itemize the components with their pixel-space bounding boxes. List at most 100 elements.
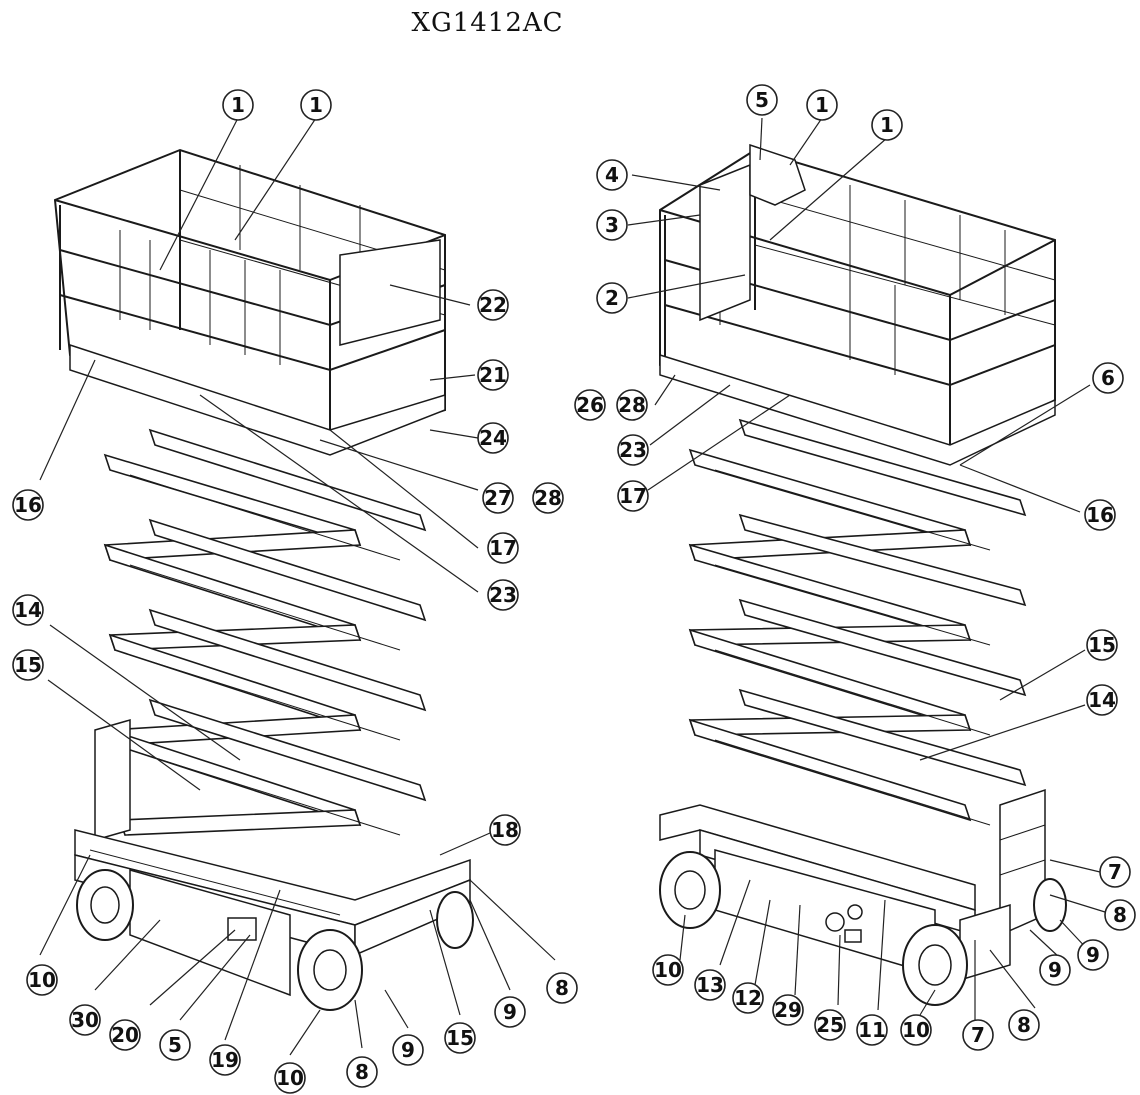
right-callout-label: 2 (605, 286, 619, 310)
left-callout-19: 8 (346, 1056, 378, 1088)
left-platform-deck (69, 343, 446, 456)
left-callout-13: 10 (26, 964, 58, 996)
right-callout-label: 12 (734, 986, 762, 1010)
right-callout-label: 23 (619, 438, 647, 462)
right-callout-12: 15 (1086, 629, 1118, 661)
right-callout-2: 1 (871, 109, 903, 141)
left-callout-12: 18 (489, 814, 521, 846)
right-callout-25: 8 (1008, 1009, 1040, 1041)
right-callout-0: 5 (746, 84, 778, 116)
right-callout-18: 13 (694, 969, 726, 1001)
right-callout-8: 23 (617, 434, 649, 466)
right-callout-label: 7 (1108, 860, 1122, 884)
right-callout-13: 14 (1086, 684, 1118, 716)
left-callout-23: 8 (546, 972, 578, 1004)
left-callout-0: 1 (222, 89, 254, 121)
left-callout-8: 17 (487, 532, 519, 564)
right-callout-label: 10 (654, 958, 682, 982)
left-scissor-stack (103, 428, 427, 836)
left-callout-3: 21 (477, 359, 509, 391)
left-callout-label: 1 (309, 93, 323, 117)
right-callout-21: 25 (814, 1009, 846, 1041)
left-callout-10: 14 (12, 594, 44, 626)
left-callout-label: 1 (231, 93, 245, 117)
right-callout-20: 29 (772, 994, 804, 1026)
left-callout-5: 16 (12, 489, 44, 521)
left-wheels (76, 869, 474, 1011)
left-callout-label: 17 (489, 536, 517, 560)
left-callout-17: 19 (209, 1044, 241, 1076)
left-callout-label: 20 (111, 1023, 139, 1047)
right-callout-label: 15 (1088, 633, 1116, 657)
right-callout-9: 17 (617, 480, 649, 512)
left-callout-1: 1 (300, 89, 332, 121)
left-callout-label: 18 (491, 818, 519, 842)
left-callout-21: 15 (444, 1022, 476, 1054)
left-callout-label: 8 (555, 976, 569, 1000)
right-callout-5: 2 (596, 282, 628, 314)
right-callout-label: 17 (619, 484, 647, 508)
right-callout-4: 3 (596, 209, 628, 241)
right-callout-26: 9 (1039, 954, 1071, 986)
left-callout-2: 22 (477, 289, 509, 321)
left-callout-label: 21 (479, 363, 507, 387)
left-machine (39, 117, 556, 1056)
right-callout-label: 10 (902, 1018, 930, 1042)
right-callout-label: 1 (815, 93, 829, 117)
left-callout-15: 20 (109, 1019, 141, 1051)
right-callout-label: 26 (576, 393, 604, 417)
right-callout-1: 1 (806, 89, 838, 121)
left-callout-label: 10 (28, 968, 56, 992)
left-callout-label: 22 (479, 293, 507, 317)
right-callout-label: 5 (755, 88, 769, 112)
left-callout-6: 27 (482, 482, 514, 514)
right-callout-label: 25 (816, 1013, 844, 1037)
left-callout-label: 23 (489, 583, 517, 607)
left-chassis (74, 719, 471, 997)
right-callout-7: 28 (616, 389, 648, 421)
left-callout-label: 28 (534, 486, 562, 510)
left-callout-label: 10 (276, 1066, 304, 1090)
right-callout-16: 9 (1077, 939, 1109, 971)
diagram-title: XG1412AC (411, 8, 564, 38)
left-callout-label: 19 (211, 1048, 239, 1072)
right-callout-label: 9 (1086, 943, 1100, 967)
right-callout-11: 16 (1084, 499, 1116, 531)
left-callout-9: 23 (487, 579, 519, 611)
right-callout-label: 29 (774, 998, 802, 1022)
right-scissor-stack (688, 418, 1027, 826)
right-callout-24: 7 (962, 1019, 994, 1051)
right-callout-3: 4 (596, 159, 628, 191)
left-callout-14: 30 (69, 1004, 101, 1036)
right-callout-label: 14 (1088, 688, 1116, 712)
left-callout-label: 24 (479, 426, 507, 450)
right-callout-label: 1 (880, 113, 894, 137)
right-callout-label: 16 (1086, 503, 1114, 527)
left-leader-lines (39, 117, 556, 1056)
right-machine (627, 117, 1106, 1020)
right-callout-label: 11 (858, 1018, 886, 1042)
right-callout-label: 8 (1017, 1013, 1031, 1037)
left-callout-11: 15 (12, 649, 44, 681)
left-callout-20: 9 (392, 1034, 424, 1066)
left-callout-label: 27 (484, 486, 512, 510)
left-guardrail (53, 148, 446, 447)
right-callout-label: 4 (605, 163, 619, 187)
left-callout-4: 24 (477, 422, 509, 454)
right-leader-lines (627, 117, 1106, 1020)
left-callout-22: 9 (494, 996, 526, 1028)
right-callout-17: 10 (652, 954, 684, 986)
left-callout-label: 9 (503, 1000, 517, 1024)
left-callout-label: 16 (14, 493, 42, 517)
left-callout-label: 15 (14, 653, 42, 677)
left-callout-label: 5 (168, 1033, 182, 1057)
right-callout-22: 11 (856, 1014, 888, 1046)
left-callout-label: 14 (14, 598, 42, 622)
left-callout-label: 9 (401, 1038, 415, 1062)
right-callout-10: 6 (1092, 362, 1124, 394)
right-callout-6: 26 (574, 389, 606, 421)
left-callout-label: 8 (355, 1060, 369, 1084)
left-callout-7: 28 (532, 482, 564, 514)
left-callout-label: 15 (446, 1026, 474, 1050)
